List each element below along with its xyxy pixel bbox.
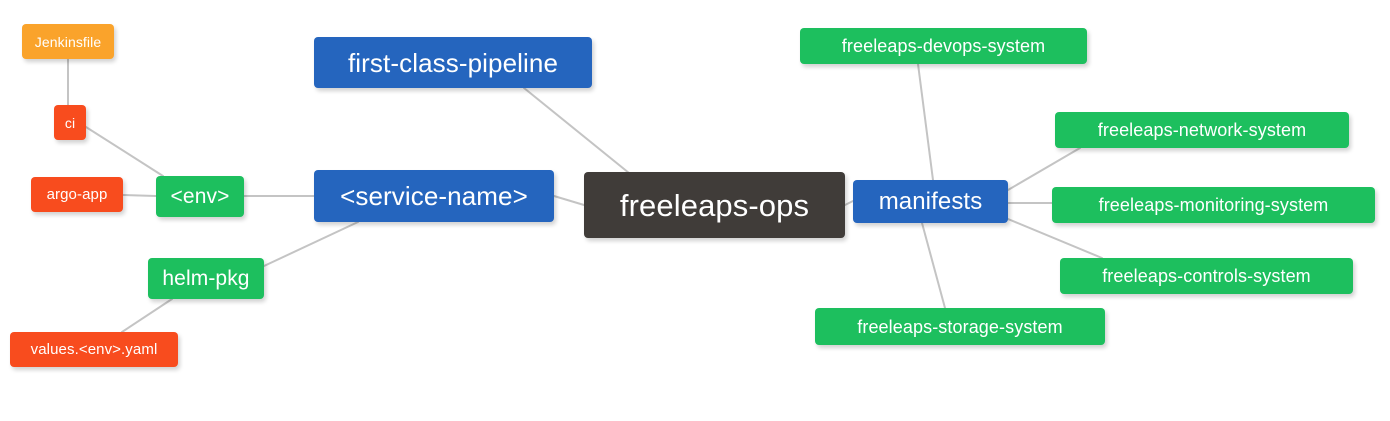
- edge-ops-service-name: [553, 195, 585, 206]
- node-freeleaps-ops[interactable]: freeleaps-ops: [584, 172, 845, 238]
- node-label-helm-pkg: helm-pkg: [162, 267, 250, 290]
- edge-ops-manifests: [844, 200, 854, 206]
- node-ci[interactable]: ci: [54, 105, 86, 140]
- node-label-freeleaps-storage-system: freeleaps-storage-system: [857, 316, 1063, 337]
- edge-manifests-storage: [921, 222, 946, 309]
- edge-manifests-network: [1007, 147, 1081, 191]
- node-manifests[interactable]: manifests: [853, 180, 1008, 223]
- edge-manifests-devops: [917, 63, 934, 181]
- node-label-argo-app: argo-app: [46, 186, 108, 203]
- node-freeleaps-monitoring-system[interactable]: freeleaps-monitoring-system: [1052, 187, 1375, 223]
- node-argo-app[interactable]: argo-app: [31, 177, 123, 212]
- edge-service-name-helm-pkg: [263, 221, 359, 267]
- node-label-service-name: <service-name>: [340, 181, 528, 211]
- edge-env-ci: [85, 126, 164, 177]
- node-label-jenkinsfile: Jenkinsfile: [34, 33, 102, 50]
- node-label-manifests: manifests: [878, 187, 983, 215]
- node-label-first-class-pipeline: first-class-pipeline: [347, 47, 559, 78]
- node-values-yaml[interactable]: values.<env>.yaml: [10, 332, 178, 367]
- node-freeleaps-controls-system[interactable]: freeleaps-controls-system: [1060, 258, 1353, 294]
- node-service-name[interactable]: <service-name>: [314, 170, 554, 222]
- node-env[interactable]: <env>: [156, 176, 244, 217]
- edge-manifests-controls: [1007, 218, 1103, 259]
- edge-helm-pkg-values: [121, 298, 173, 333]
- node-label-ci: ci: [64, 114, 76, 131]
- node-label-env: <env>: [170, 185, 230, 208]
- edge-env-argo-app: [122, 194, 157, 197]
- node-label-freeleaps-controls-system: freeleaps-controls-system: [1102, 266, 1311, 286]
- node-label-values-yaml: values.<env>.yaml: [30, 341, 158, 358]
- node-label-freeleaps-devops-system: freeleaps-devops-system: [841, 36, 1046, 56]
- edge-ops-first-class-pipeline: [523, 87, 630, 174]
- node-first-class-pipeline[interactable]: first-class-pipeline: [314, 37, 592, 88]
- node-label-freeleaps-ops: freeleaps-ops: [619, 187, 810, 223]
- node-freeleaps-network-system[interactable]: freeleaps-network-system: [1055, 112, 1349, 148]
- node-jenkinsfile[interactable]: Jenkinsfile: [22, 24, 114, 59]
- node-freeleaps-storage-system[interactable]: freeleaps-storage-system: [815, 308, 1105, 345]
- node-label-freeleaps-monitoring-system: freeleaps-monitoring-system: [1098, 195, 1329, 215]
- node-helm-pkg[interactable]: helm-pkg: [148, 258, 264, 299]
- node-freeleaps-devops-system[interactable]: freeleaps-devops-system: [800, 28, 1087, 64]
- node-label-freeleaps-network-system: freeleaps-network-system: [1097, 120, 1307, 140]
